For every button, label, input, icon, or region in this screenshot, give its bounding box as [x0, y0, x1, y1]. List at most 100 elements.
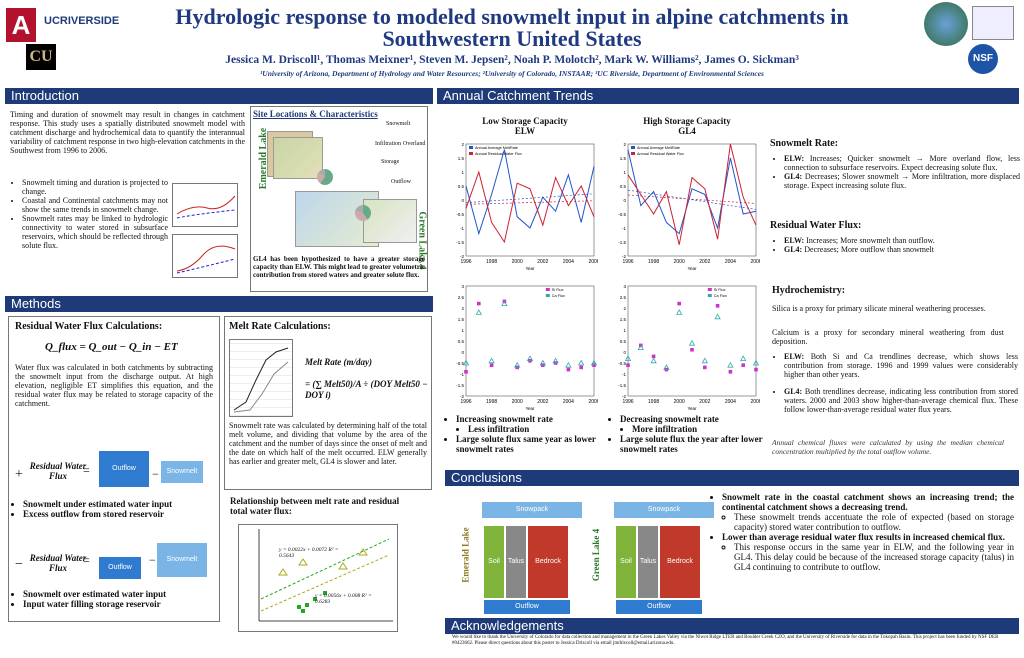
data-point [488, 357, 495, 364]
data-point [651, 354, 656, 359]
right-trend-bullets: Decreasing snowmelt rate More infiltrati… [610, 414, 772, 454]
residual-flux-equation: Q_flux = Q_out − Q_in − ET [45, 341, 178, 353]
item-value: Increases; More snowmelt than outflow. [806, 236, 935, 245]
x-tick-label: 2002 [699, 259, 710, 265]
site-locations-title: Site Locations & Characteristics [253, 109, 378, 119]
relationship-title: Relationship between melt rate and resid… [230, 496, 400, 516]
minus-sign-top: − [152, 467, 159, 481]
y-tick-label: 3 [461, 284, 464, 289]
data-point [663, 364, 670, 370]
residual-flux-text: Water flux was calculated in both catchm… [15, 363, 213, 408]
silica-text: Silica is a proxy for primary silicate m… [772, 304, 986, 313]
data-point [714, 313, 721, 320]
data-point [727, 361, 734, 368]
y-tick-label: -1 [622, 226, 626, 231]
legend-swatch [545, 288, 550, 291]
item-value: Increases; Quicker snowmelt → More overl… [784, 154, 1020, 172]
trend-bullet: Less infiltration [468, 424, 616, 434]
resid-item-gl4: GL4: Decreases; More outflow than snowme… [784, 245, 1020, 254]
acknowledgements-text: We would like to thank the University of… [452, 635, 999, 646]
residual-label-bottom: Residual Water Flux [29, 553, 87, 573]
outflow-block-bottom: Outflow [99, 557, 141, 579]
relationship-eq-2: y = 0.0056x + 0.008 R² = 0.6283 [315, 593, 372, 605]
soil-block: Soil [484, 526, 504, 598]
y-tick-label: -0.5 [456, 212, 464, 217]
flow-overland: Overland [403, 141, 426, 147]
legend-label: Annual Average MeltRate [475, 146, 518, 150]
x-tick-label: 2000 [512, 399, 523, 405]
trend-bullet: Decreasing snowmelt rate [620, 414, 772, 424]
plus-bullet: Excess outflow from stored reservoir [23, 509, 172, 519]
y-tick-label: 1.5 [458, 317, 465, 322]
snowpack-block: Snowpack [482, 502, 582, 518]
trends-heading: Annual Catchment Trends [437, 88, 1019, 104]
y-tick-label: -2 [622, 394, 626, 399]
trend-bullet: More infiltration [632, 424, 772, 434]
y-tick-label: 0 [461, 198, 464, 203]
data-point [579, 365, 583, 370]
data-point [650, 357, 657, 364]
authors: Jessica M. Driscoll¹, Thomas Meixner¹, S… [225, 54, 799, 66]
trend-line [627, 194, 757, 204]
flow-storage: Storage [381, 159, 400, 165]
low-storage-title: Low Storage Capacity ELW [450, 116, 600, 136]
gl-vertical-label: Green Lake 4 [591, 528, 602, 582]
resid-item-elw: ELW: Increases; More snowmelt than outfl… [784, 236, 1020, 245]
item-key: ELW: [784, 352, 805, 361]
flow-snowmelt: Snowmelt [386, 121, 411, 127]
y-tick-label: 0.5 [458, 339, 465, 344]
y-tick-label: 3 [623, 284, 626, 289]
lter-logo [972, 6, 1014, 40]
y-tick-label: -0.5 [618, 212, 626, 217]
relationship-eq-1: y = 0.0022x + 0.0072 R² = 0.5643 [279, 547, 339, 559]
mini-graph-1-svg [176, 195, 236, 219]
mini-graph-1 [172, 183, 238, 227]
series-line [627, 143, 757, 245]
data-point [741, 363, 745, 367]
y-tick-label: -1.5 [618, 383, 626, 388]
site-map-basin [273, 137, 323, 179]
flow-outflow: Outflow [391, 179, 411, 185]
bedrock-block: Bedrock [660, 526, 700, 598]
legend-swatch [545, 294, 550, 297]
legend-label: Ca Flux [552, 294, 565, 298]
affiliations: ¹University of Arizona, Department of Hy… [260, 69, 764, 78]
minus-bullets: Snowmelt over estimated water input Inpu… [11, 589, 166, 609]
x-axis-label: Year [687, 266, 697, 271]
x-tick-label: 2004 [725, 399, 736, 405]
data-point [626, 363, 630, 367]
outflow-block-conclusion: Outflow [616, 600, 702, 614]
title-line-2: Southwestern United States [382, 26, 642, 51]
conclusion-diagram-ew: Snowpack Soil Talus Bedrock Outflow Emer… [461, 496, 582, 616]
item-value: Both trendlines decrease, indicating les… [784, 387, 1019, 414]
x-tick-label: 1998 [648, 399, 659, 405]
item-value: Decreases; Slower snowmelt → More infilt… [784, 172, 1021, 190]
data-point [565, 361, 572, 368]
minus-bullet: Input water filling storage reservoir [23, 599, 166, 609]
data-point [578, 359, 585, 366]
x-tick-label: 1996 [622, 259, 633, 265]
x-tick-label: 2006 [750, 259, 760, 265]
data-point [477, 301, 481, 306]
high-storage-label: High Storage Capacity [643, 116, 731, 126]
y-tick-label: 1 [623, 328, 626, 333]
title-line-1: Hydrologic response to modeled snowmelt … [175, 4, 849, 29]
y-tick-label: -1 [460, 226, 464, 231]
x-tick-label: 2006 [588, 259, 598, 265]
conclusions-heading: Conclusions [445, 470, 1019, 486]
conclusion-list: Snowmelt rate in the coastal catchment s… [712, 492, 1014, 572]
x-tick-label: 2000 [674, 399, 685, 405]
equals-sign: = [83, 463, 90, 477]
mini-graph-2-svg [176, 245, 236, 274]
item-key: GL4: [784, 172, 803, 181]
intro-bullet: Snowmelt timing and duration is projecte… [22, 178, 168, 196]
plot-area [465, 285, 595, 397]
plus-bullet: Snowmelt under estimated water input [23, 499, 172, 509]
data-point [677, 301, 681, 306]
legend-label: Si Flux [714, 288, 726, 292]
residual-label-top: Residual Water Flux [29, 461, 87, 481]
soil-block: Soil [616, 526, 636, 598]
legend-label: Annual Residual Water Flux [475, 152, 522, 156]
site-label-emerald-lake: Emerald Lake [258, 127, 270, 190]
item-key: ELW: [784, 154, 805, 163]
